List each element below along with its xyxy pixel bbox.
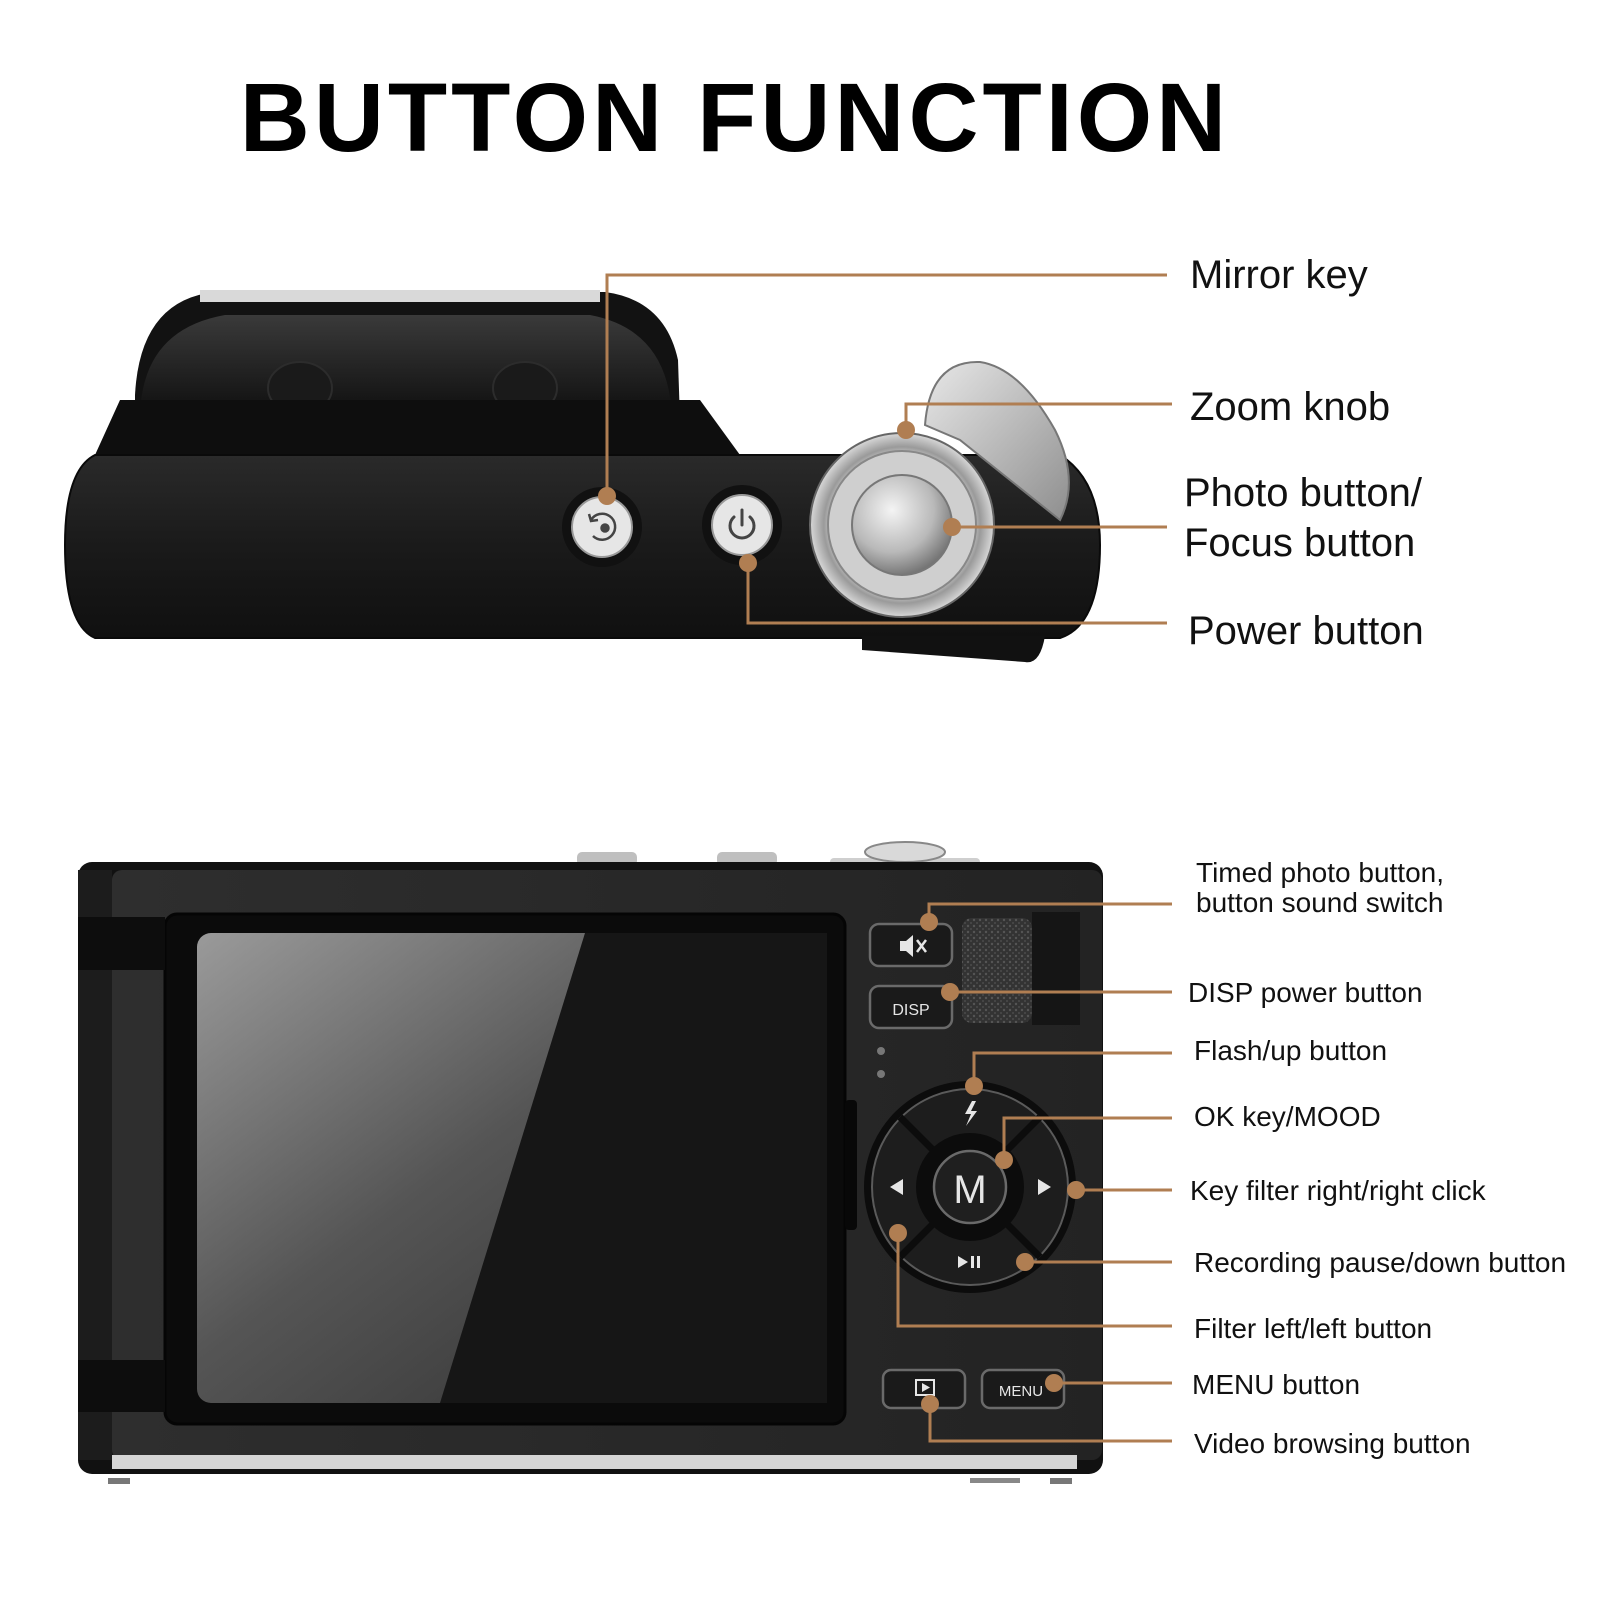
label-filter-left: Filter left/left button (1194, 1313, 1433, 1344)
page-title: BUTTON FUNCTION (239, 63, 1231, 172)
lcd-screen (197, 933, 827, 1403)
disp-button-text: DISP (892, 1002, 929, 1019)
ok-button (932, 1149, 1008, 1225)
left-arrow-icon (890, 1179, 903, 1195)
d-pad: M (864, 1081, 1076, 1293)
ok-button-text: M (953, 1168, 986, 1212)
playback-icon (915, 1379, 935, 1396)
label-filter-right: Key filter right/right click (1190, 1175, 1486, 1206)
label-mirror-key: Mirror key (1190, 253, 1368, 297)
menu-button-text: MENU (999, 1383, 1043, 1400)
power-icon (728, 508, 756, 540)
label-zoom-knob: Zoom knob (1190, 385, 1391, 429)
camera-back-view: DISP M (78, 841, 1172, 1484)
zoom-knob (923, 360, 1070, 522)
label-menu-button: MENU button (1192, 1369, 1361, 1400)
grip (962, 918, 1032, 1023)
label-power-button: Power button (1188, 609, 1424, 653)
disp-button: DISP (868, 984, 954, 1030)
timed-photo-button (868, 922, 954, 968)
camera-top-view (63, 273, 1172, 663)
label-photo-button-line1: Photo button/ (1184, 471, 1422, 515)
label-video-browsing: Video browsing button (1194, 1428, 1471, 1459)
label-recording-down: Recording pause/down button (1194, 1247, 1567, 1278)
label-timed-photo-line2: button sound switch (1196, 887, 1444, 918)
back-leader-lines (896, 902, 1172, 1443)
flash-icon (965, 1101, 977, 1126)
label-disp-power: DISP power button (1188, 977, 1423, 1008)
mirror-icon (587, 512, 617, 541)
mute-icon (900, 935, 927, 957)
menu-button: MENU (980, 1368, 1066, 1410)
photo-button (851, 474, 953, 576)
label-timed-photo-line1: Timed photo button, (1196, 857, 1445, 888)
label-ok-mood: OK key/MOOD (1194, 1101, 1381, 1132)
label-flash-up: Flash/up button (1194, 1035, 1388, 1066)
play-pause-icon (958, 1256, 980, 1268)
label-photo-button-line2: Focus button (1184, 521, 1416, 565)
right-arrow-icon (1038, 1179, 1051, 1195)
